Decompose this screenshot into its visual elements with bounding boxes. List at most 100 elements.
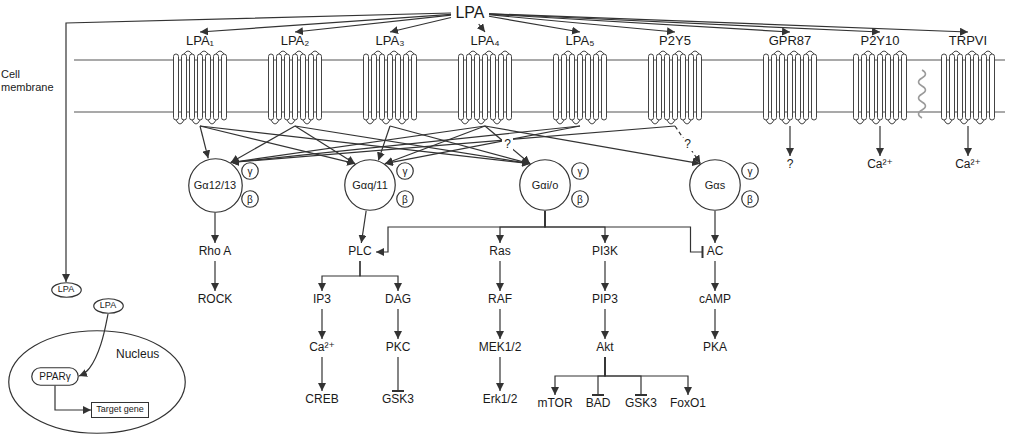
helix	[277, 54, 282, 120]
helix-loop	[176, 120, 184, 124]
helix-loop	[564, 51, 572, 54]
subunit-circle: γ	[241, 162, 259, 180]
arrow-connector	[485, 126, 700, 164]
arrow-connector	[879, 126, 880, 156]
helix-loop	[872, 120, 880, 124]
node-text: Gαs	[705, 179, 725, 191]
helix	[689, 54, 694, 120]
subunit-circle: β	[571, 190, 589, 208]
node-text: LPA	[455, 4, 484, 22]
helix	[507, 54, 512, 120]
helix-loop	[659, 51, 667, 54]
node-text: LPA₄	[471, 32, 500, 48]
helix	[174, 54, 179, 120]
node-text: DAG	[385, 293, 411, 306]
signal-label: mTOR	[533, 395, 577, 413]
outline	[572, 191, 589, 208]
helix-loop	[216, 51, 224, 54]
outline	[188, 158, 242, 212]
outline	[51, 283, 81, 298]
helix	[804, 54, 809, 120]
edge-label: ?	[682, 138, 693, 151]
helix	[780, 54, 785, 120]
arrow-connector	[321, 357, 322, 391]
arrow-connector	[499, 357, 500, 391]
region-label: Cell membrane	[1, 68, 61, 93]
helix-loop	[461, 120, 469, 124]
node-text: PPARγ	[39, 371, 71, 382]
signal-label: MEK1/2	[475, 339, 526, 357]
helix-loop	[192, 120, 200, 124]
outline	[32, 367, 79, 385]
node-text: PLC	[348, 245, 371, 258]
arrow-connector	[378, 126, 390, 160]
node-text: BAD	[586, 397, 611, 410]
node-text: GPR87	[769, 32, 812, 48]
arrow-connector	[295, 15, 451, 32]
helix	[198, 54, 203, 120]
receptor: P2Y5	[643, 32, 707, 126]
arrow-connector	[499, 309, 500, 339]
helix	[862, 54, 867, 120]
arrow-connector	[214, 213, 215, 244]
helix	[396, 54, 401, 120]
node-text: β	[247, 194, 253, 205]
helix	[293, 54, 298, 120]
arrow-connector	[322, 261, 360, 291]
helix	[594, 54, 599, 120]
helix-loop	[790, 51, 798, 54]
helix-loop	[279, 51, 287, 54]
node-text: Ca²⁺	[867, 158, 893, 171]
helix	[388, 54, 393, 120]
inhibition-connector	[397, 357, 398, 391]
helix-loop	[952, 51, 960, 54]
arrow-connector	[789, 126, 790, 156]
helix	[412, 54, 417, 120]
helix-loop	[864, 51, 872, 54]
node-text: γ	[403, 166, 408, 177]
helix	[269, 54, 274, 120]
signal-label: BAD	[582, 395, 615, 413]
helix-loop	[580, 51, 588, 54]
helix	[562, 54, 567, 120]
subunit-circle: γ	[396, 162, 414, 180]
arrow-connector	[499, 261, 500, 291]
helix	[796, 54, 801, 120]
helix	[467, 54, 472, 120]
helix-loop	[287, 120, 295, 124]
helix	[982, 54, 987, 120]
helix-loop	[469, 51, 477, 54]
lipid-oval: LPA	[93, 298, 124, 314]
nuclear-receptor: PPARγ	[31, 367, 79, 386]
signal-label: LPA	[451, 2, 489, 24]
node-text: Erk1/2	[483, 393, 518, 406]
helix	[578, 54, 583, 120]
node-text: P2Y10	[860, 32, 899, 48]
helix-loop	[667, 120, 675, 124]
helix	[483, 54, 488, 120]
arrow-connector	[397, 309, 398, 339]
edge-label: ?	[502, 138, 513, 151]
nucleus-outline: NucleusPPARγTarget gene	[8, 330, 186, 434]
arrow-connector	[489, 14, 880, 32]
signal-label: PI3K	[588, 243, 623, 261]
node-text: Nucleus	[116, 348, 159, 361]
g-protein-circle: Gαs	[689, 159, 741, 211]
helix-loop	[976, 120, 984, 124]
node-text: Ca²⁺	[309, 341, 335, 354]
receptor: P2Y10	[848, 32, 912, 126]
helix-loop	[675, 51, 683, 54]
node-text: MEK1/2	[479, 341, 522, 354]
subunit-circle: β	[396, 190, 414, 208]
outline	[242, 191, 259, 208]
signal-label: RAF	[484, 291, 516, 309]
g-protein-circle: Gα12/13	[188, 158, 243, 213]
node-text: β	[402, 194, 408, 205]
helix-loop	[501, 51, 509, 54]
helix	[190, 54, 195, 120]
signal-label: IP3	[309, 291, 336, 309]
node-text: LPA₁	[186, 32, 214, 48]
helix	[459, 54, 464, 120]
signal-label: Ras	[485, 243, 515, 261]
arrow-connector	[361, 211, 366, 243]
